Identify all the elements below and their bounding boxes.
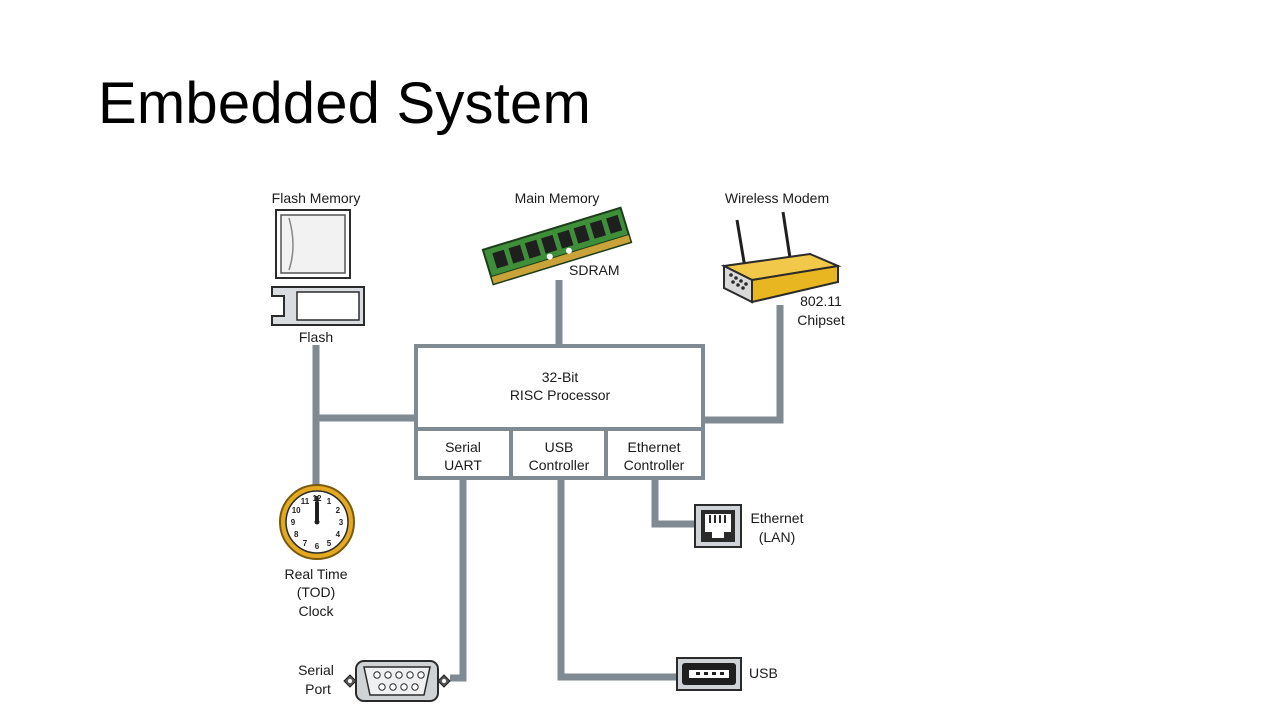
processor-label-2: RISC Processor [510,387,611,403]
ram-module-icon [481,206,633,286]
usb-component: USB [676,657,778,691]
serial-port-label-1: Serial [298,662,334,678]
clock-number: 9 [291,518,296,527]
ethernet-controller-label-2: Controller [624,457,685,473]
ethernet-bus [651,478,696,528]
serial-uart-label-1: Serial [445,439,481,455]
clock-number: 10 [292,506,301,515]
ethernet-label-2: (LAN) [759,529,796,545]
usb-controller-label-2: Controller [529,457,590,473]
serial-bus [450,478,467,682]
clock-number: 1 [327,497,332,506]
usb-controller-label-1: USB [545,439,574,455]
db9-connector-icon [343,660,451,702]
ethernet-label-1: Ethernet [751,510,804,526]
serial-port-component: Serial Port [298,660,451,702]
flash-label: Flash [299,329,333,345]
modem-bus [703,305,784,424]
usb-bus [557,478,678,681]
clock-number: 5 [327,539,332,548]
bus-lines [312,280,784,682]
wireless-modem-label: Wireless Modem [725,190,829,206]
flash-drive-icon [271,286,365,326]
clock-number: 4 [336,530,341,539]
clock-number: 11 [301,497,310,506]
processor-block: 32-Bit RISC Processor Serial UART USB Co… [414,344,705,480]
wireless-modem-component: Wireless Modem 802.11 Chipset [720,190,845,328]
processor-label-1: 32-Bit [542,369,579,385]
serial-uart-label-2: UART [444,457,482,473]
main-memory-component: Main Memory SDRAM [481,190,633,286]
clock-icon: 121234567891011 [279,484,355,560]
clock-number: 3 [339,518,344,527]
chipset-label-2: Chipset [797,312,845,328]
flash-memory-label: Flash Memory [272,190,361,206]
flash-memory-component: Flash Memory Flash [271,190,365,345]
usb-port-icon [676,657,742,691]
usb-label: USB [749,665,778,681]
clock-number: 8 [294,530,299,539]
clock-label-1: Real Time [284,566,347,582]
serial-port-label-2: Port [305,681,331,697]
chipset-label-1: 802.11 [800,293,842,309]
ethernet-component: Ethernet (LAN) [694,504,804,548]
flash-card-icon [275,209,351,279]
clock-number: 2 [336,506,341,515]
sdram-label: SDRAM [569,262,620,278]
router-icon [720,211,842,304]
clock-label-2: (TOD) [297,584,336,600]
clock-number: 7 [303,539,308,548]
slide-title: Embedded System [98,71,592,136]
clock-component: 121234567891011 Real Time (TOD) Clock [279,484,355,619]
clock-label-3: Clock [298,603,334,619]
ethernet-controller-label-1: Ethernet [628,439,681,455]
main-memory-label: Main Memory [515,190,600,206]
clock-number: 6 [315,542,320,551]
rj45-jack-icon [694,504,742,548]
